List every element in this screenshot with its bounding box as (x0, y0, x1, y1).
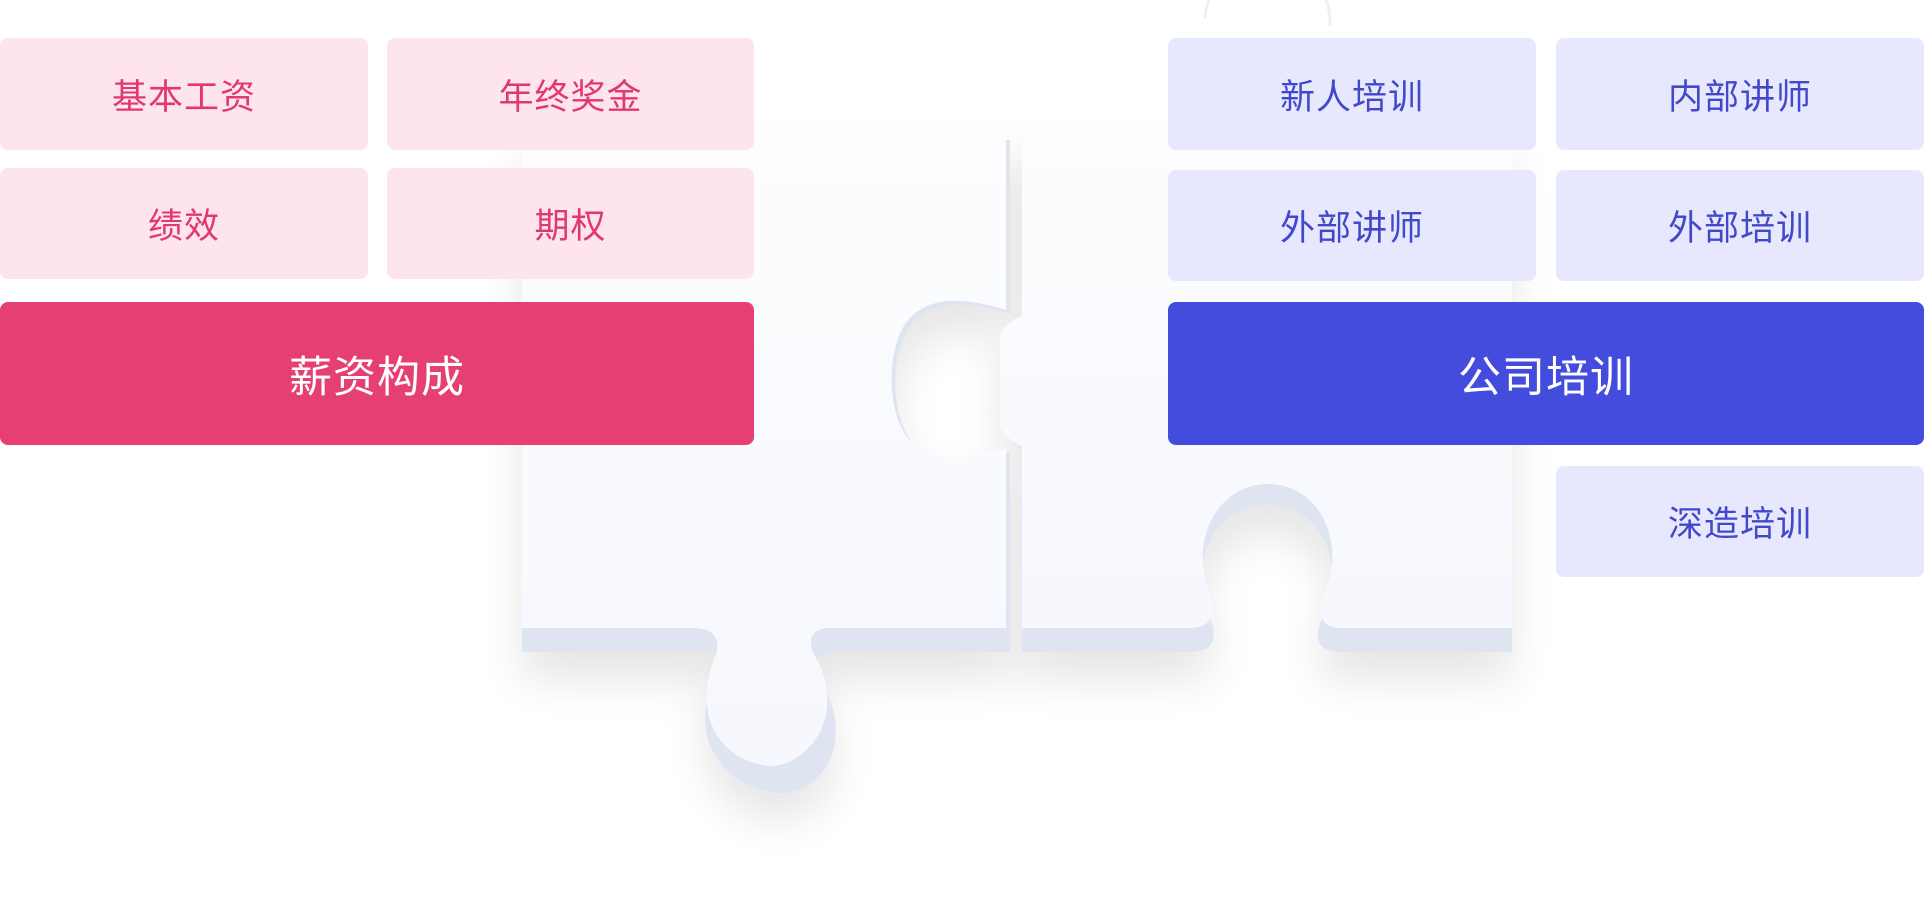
salary-item-base[interactable]: 基本工资 (0, 38, 368, 150)
training-item-advanced-study[interactable]: 深造培训 (1556, 466, 1924, 577)
training-item-internal-lecturer[interactable]: 内部讲师 (1556, 38, 1924, 150)
training-item-external-training[interactable]: 外部培训 (1556, 170, 1924, 281)
salary-structure-button[interactable]: 薪资构成 (0, 302, 754, 445)
salary-item-performance[interactable]: 绩效 (0, 168, 368, 279)
company-training-button[interactable]: 公司培训 (1168, 302, 1924, 445)
salary-item-options[interactable]: 期权 (387, 168, 754, 279)
salary-item-bonus[interactable]: 年终奖金 (387, 38, 754, 150)
training-item-external-lecturer[interactable]: 外部讲师 (1168, 170, 1536, 281)
training-item-newcomer[interactable]: 新人培训 (1168, 38, 1536, 150)
